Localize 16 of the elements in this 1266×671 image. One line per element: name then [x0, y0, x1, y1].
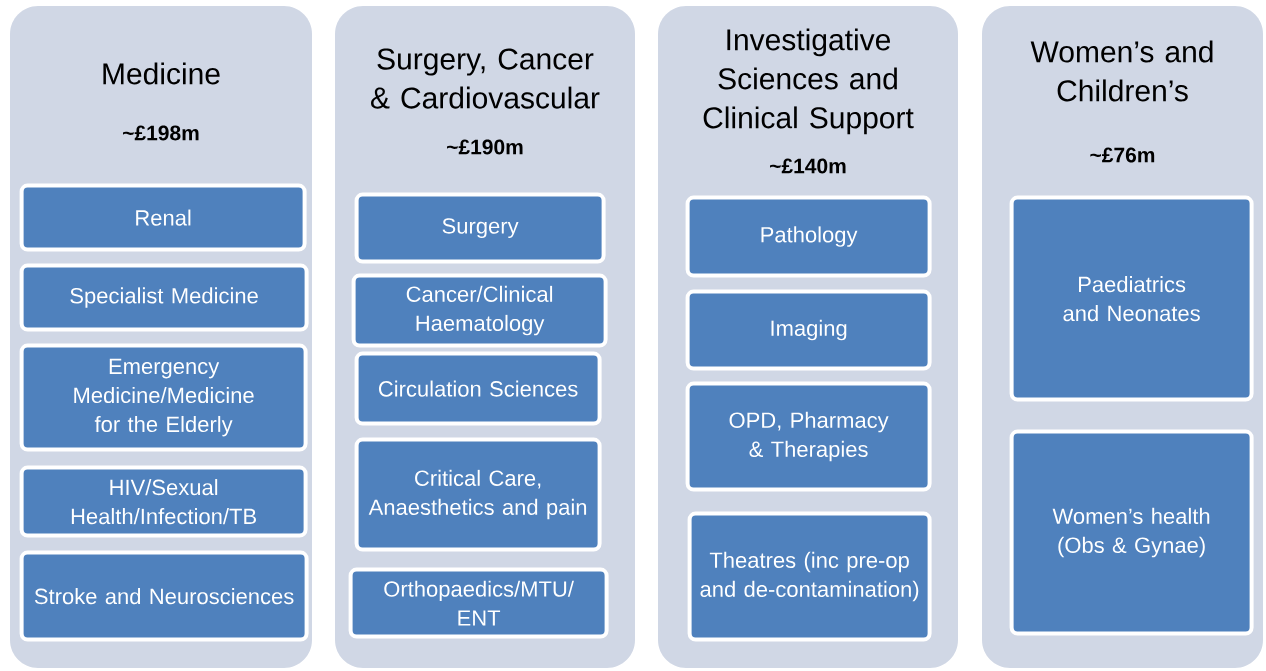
department-box: Theatres (inc pre-op and de-contamination): [687, 511, 932, 642]
department-box: Circulation Sciences: [354, 351, 602, 426]
department-box: Paediatrics and Neonates: [1009, 195, 1254, 402]
department-box: HIV/Sexual Health/Infection/TB: [19, 465, 308, 538]
department-box: Critical Care, Anaesthetics and pain: [354, 437, 602, 552]
department-box: Stroke and Neurosciences: [19, 550, 309, 642]
department-box: Emergency Medicine/Medicine for the Elderly: [19, 343, 308, 452]
department-box: Cancer/Clinical Haematology: [351, 273, 608, 348]
department-box: Imaging: [685, 289, 932, 371]
department-box: OPD, Pharmacy & Therapies: [685, 381, 932, 492]
department-box: Pathology: [685, 195, 932, 278]
department-box: Women’s health (Obs & Gynae): [1009, 429, 1254, 636]
department-box: Renal: [19, 183, 307, 252]
department-box: Surgery: [354, 192, 606, 264]
department-box: Orthopaedics/MTU/ ENT: [348, 567, 609, 639]
department-box: Specialist Medicine: [19, 263, 309, 332]
